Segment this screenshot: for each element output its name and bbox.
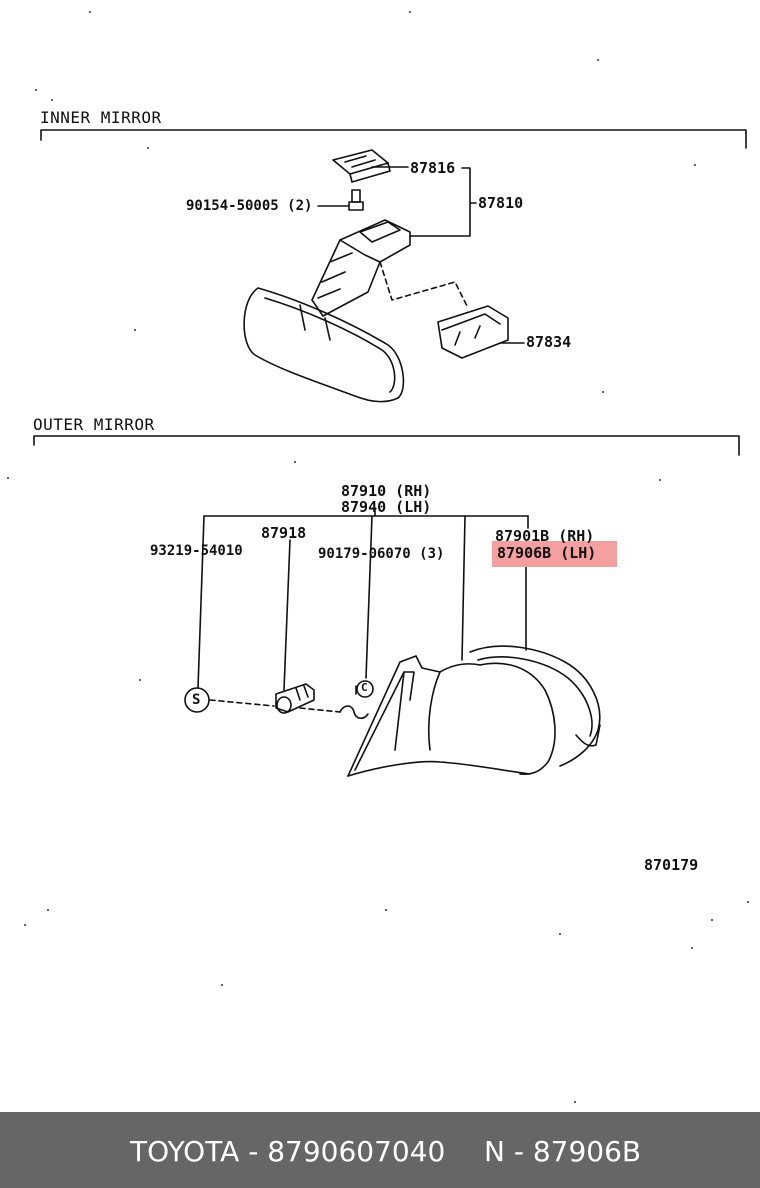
inner-section-bracket <box>40 129 747 149</box>
symbol-c: C <box>361 681 368 694</box>
footer-catalog-code: N - 87906B <box>484 1135 642 1168</box>
footer-bar <box>0 1112 760 1188</box>
part-label-90154-50005[interactable]: 90154-50005 (2) <box>186 198 313 214</box>
inner-mirror-drawing <box>243 149 525 403</box>
part-label-87910-rh[interactable]: 87910 (RH) <box>341 482 432 500</box>
part-label-90179-06070[interactable]: 90179-06070 (3) <box>318 546 445 562</box>
part-label-87816[interactable]: 87816 <box>410 159 456 177</box>
scan-speckles <box>7 11 749 1103</box>
part-label-93219-54010[interactable]: 93219-54010 <box>150 543 243 559</box>
part-label-87834[interactable]: 87834 <box>526 333 572 351</box>
part-label-87940-lh[interactable]: 87940 (LH) <box>341 498 432 516</box>
part-label-87918[interactable]: 87918 <box>261 524 307 542</box>
parts-diagram <box>7 11 749 1103</box>
outer-section-bracket <box>33 435 740 456</box>
part-label-87810[interactable]: 87810 <box>478 194 524 212</box>
highlight-87906b <box>492 541 617 567</box>
inner-mirror-title: INNER MIRROR <box>40 108 162 127</box>
figure-reference: 870179 <box>644 856 699 874</box>
footer-part-number: TOYOTA - 8790607040 <box>130 1135 446 1168</box>
outer-mirror-drawing <box>184 509 601 777</box>
outer-mirror-title: OUTER MIRROR <box>33 415 155 434</box>
part-label-87901b-rh[interactable]: 87901B (RH) <box>495 527 595 545</box>
part-label-87906b-lh[interactable]: 87906B (LH) <box>497 544 597 562</box>
symbol-s: S <box>192 692 201 708</box>
